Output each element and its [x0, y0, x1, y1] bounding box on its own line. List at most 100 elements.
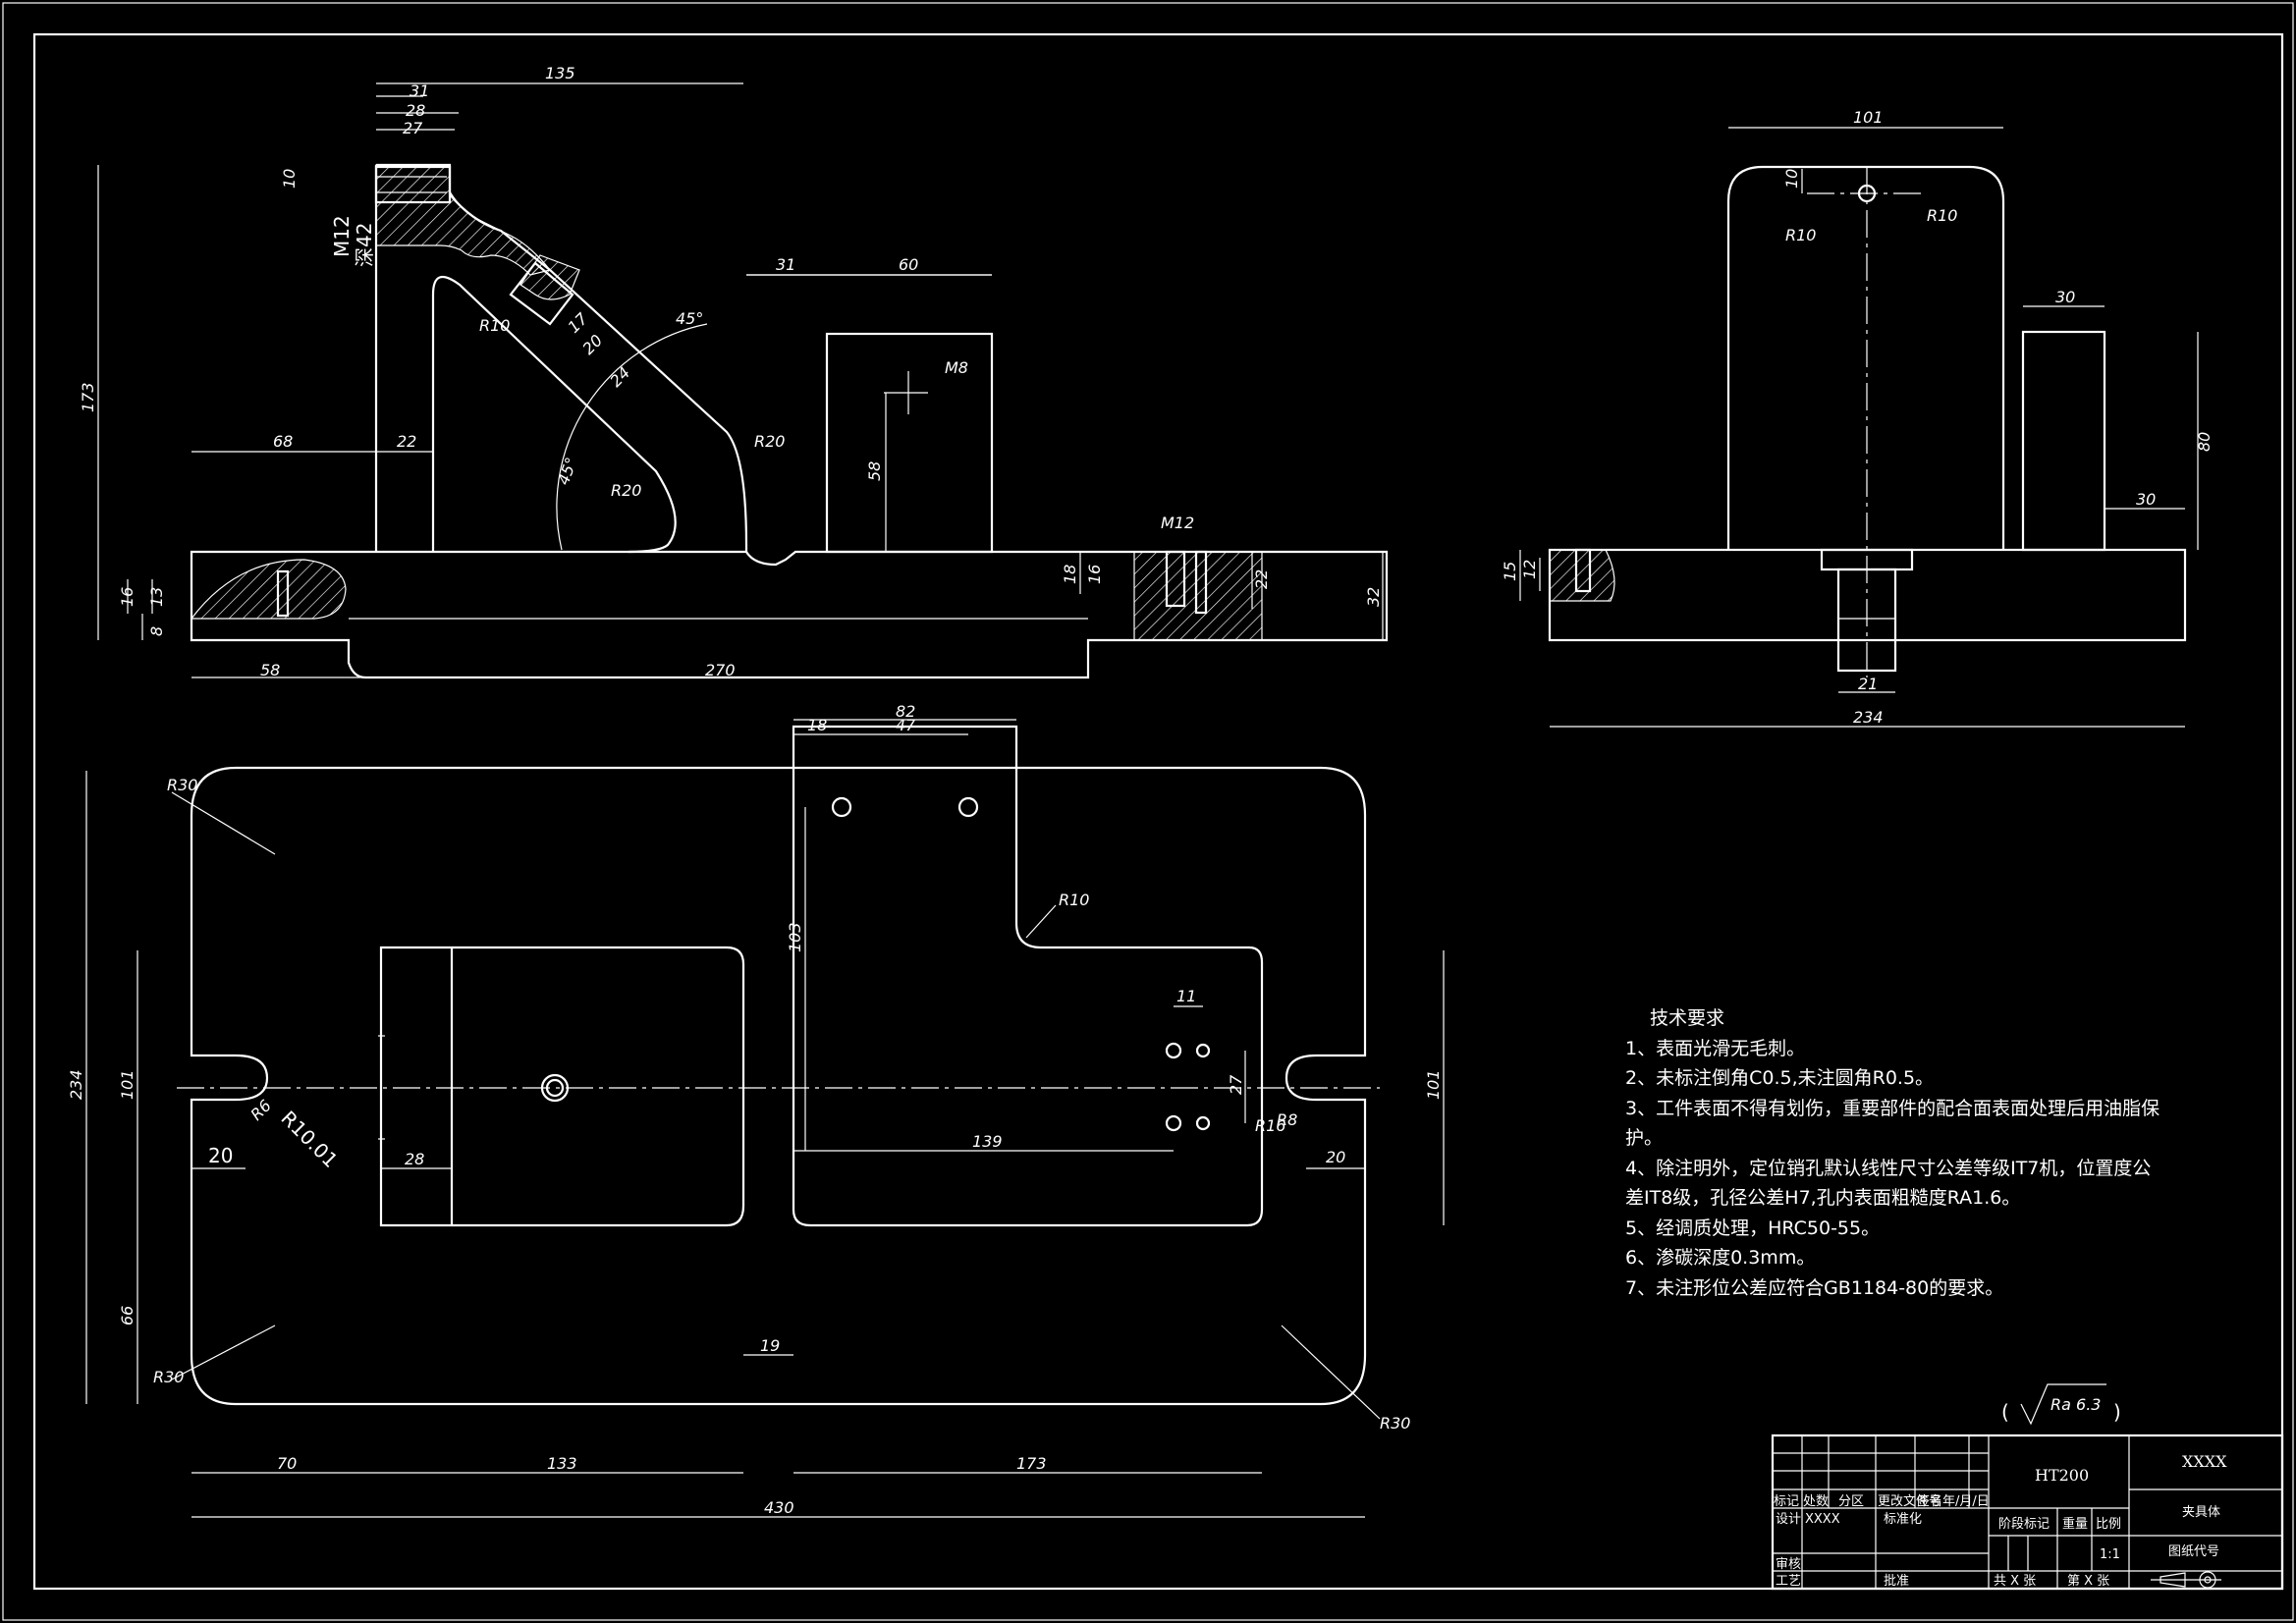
- side-dim-30b: 30: [2136, 490, 2156, 509]
- tech-note-7: 7、未注形位公差应符合GB1184-80的要求。: [1625, 1276, 2004, 1299]
- top-dim-101b: 101: [1424, 1069, 1443, 1100]
- side-dim-15: 15: [1501, 562, 1519, 581]
- top-dim-234: 234: [67, 1069, 85, 1100]
- top-dim-47: 47: [896, 716, 916, 734]
- tech-note-4: 4、除注明外，定位销孔默认线性尺寸公差等级IT7机，位置度公: [1625, 1157, 2152, 1179]
- top-dim-28: 28: [405, 1150, 424, 1168]
- side-dim-80: 80: [2195, 432, 2214, 452]
- tb-sheets: 共 X 张: [1994, 1574, 2036, 1589]
- top-dim-20a: 20: [208, 1144, 233, 1167]
- top-dim-27: 27: [1227, 1074, 1245, 1095]
- side-dim-21: 21: [1858, 675, 1878, 693]
- tb-drawing-no: XXXX: [2182, 1452, 2227, 1471]
- front-view: 135 31 28 27 10 M12 深42 R10 17 20 24 45°…: [79, 64, 1389, 679]
- tb-weight: 重量: [2062, 1516, 2088, 1532]
- dim-16: 16: [118, 587, 137, 607]
- tech-title: 技术要求: [1650, 1007, 1725, 1029]
- tech-note-4b: 差IT8级，孔径公差H7,孔内表面粗糙度RA1.6。: [1625, 1187, 2021, 1209]
- side-dim-30a: 30: [2055, 288, 2075, 306]
- dim-22b: 22: [1252, 569, 1271, 589]
- top-dim-430: 430: [764, 1498, 794, 1517]
- top-dim-19: 19: [760, 1336, 780, 1355]
- dim-m12: M12: [330, 215, 354, 257]
- top-dim-r16: R16: [1255, 1116, 1285, 1135]
- dim-22: 22: [397, 432, 416, 451]
- dim-18: 18: [1061, 565, 1079, 584]
- tb-stage: 阶段标记: [1998, 1517, 2050, 1532]
- dim-60: 60: [899, 255, 918, 274]
- title-block: HT200 XXXX 夹具体 图纸代号 1:1 标记 处数 分区 更改文件号 签…: [1771, 1434, 2284, 1591]
- dim-24: 24: [606, 363, 633, 391]
- dim-r10: R10: [479, 316, 510, 335]
- dim-8: 8: [147, 626, 166, 636]
- dim-16b: 16: [1085, 565, 1104, 584]
- inner-border: [32, 32, 2284, 1591]
- dim-58b: 58: [260, 661, 280, 679]
- top-dim-173: 173: [1016, 1454, 1047, 1473]
- dim-17: 17: [564, 308, 591, 336]
- dim-20: 20: [578, 331, 606, 358]
- dim-68: 68: [273, 432, 293, 451]
- tech-note-1: 1、表面光滑无毛刺。: [1625, 1037, 1806, 1059]
- dim-32: 32: [1364, 587, 1383, 607]
- tb-row-approve: 批准: [1884, 1574, 1909, 1589]
- tb-h-mark: 标记: [1774, 1494, 1799, 1509]
- tb-sheet-no: 第 X 张: [2067, 1574, 2109, 1589]
- dim-270: 270: [705, 661, 736, 679]
- top-dim-r8: R8: [1277, 1110, 1297, 1129]
- dim-173: 173: [79, 382, 97, 412]
- top-dim-66: 66: [118, 1306, 137, 1325]
- roughness-symbol: ( Ra 6.3 ): [2001, 1383, 2121, 1426]
- dim-r20b: R20: [611, 481, 641, 500]
- dim-27: 27: [403, 119, 423, 137]
- tb-ratio: 比例: [2096, 1517, 2121, 1532]
- side-dim-101: 101: [1853, 108, 1884, 127]
- top-dim-11: 11: [1176, 987, 1196, 1005]
- top-dim-r30b: R30: [153, 1368, 184, 1386]
- side-view: 101 10 R10 R10 30 80 30 15 12 21 234: [1501, 108, 2214, 728]
- tb-part-name: 夹具体: [2182, 1505, 2220, 1520]
- dim-m12b: M12: [1161, 514, 1194, 532]
- dim-28: 28: [406, 101, 425, 120]
- tech-note-6: 6、渗碳深度0.3mm。: [1625, 1247, 1816, 1269]
- roughness-value: Ra 6.3: [2050, 1395, 2101, 1414]
- top-dim-r10: R10: [1059, 891, 1089, 909]
- top-dim-r30c: R30: [1380, 1414, 1410, 1433]
- dim-10: 10: [280, 169, 299, 189]
- tb-material: HT200: [2035, 1466, 2089, 1485]
- tb-scale: 1:1: [2100, 1547, 2120, 1562]
- dim-r20a: R20: [754, 432, 785, 451]
- tb-h-sign: 签名: [1917, 1493, 1942, 1509]
- side-dim-r10a: R10: [1785, 226, 1816, 244]
- dim-angle-45b: 45°: [554, 455, 581, 487]
- top-dim-20b: 20: [1326, 1148, 1345, 1166]
- top-dim-r30a: R30: [167, 776, 197, 794]
- tb-row-process: 工艺: [1776, 1574, 1801, 1589]
- tb-h-zone: 分区: [1838, 1494, 1864, 1509]
- dim-31: 31: [410, 81, 429, 100]
- side-dim-10: 10: [1782, 169, 1801, 189]
- tb-row-standard: 标准化: [1884, 1512, 1922, 1527]
- top-dim-133: 133: [547, 1454, 577, 1473]
- tb-row-design: 设计: [1776, 1512, 1801, 1527]
- tb-row-check: 审核: [1776, 1557, 1801, 1572]
- top-dim-101a: 101: [118, 1069, 137, 1100]
- tb-designer: XXXX: [1805, 1512, 1840, 1527]
- projection-symbol-icon: [2151, 1571, 2221, 1589]
- dim-58: 58: [865, 461, 884, 481]
- top-dim-82: 82: [896, 702, 915, 721]
- svg-text:(: (: [2001, 1400, 2009, 1424]
- dim-135: 135: [545, 64, 575, 82]
- dim-depth42: 深42: [353, 223, 376, 267]
- top-view: 82 18 47 R30 R10 103 11 234 101 101 R6 R…: [67, 702, 1445, 1518]
- dim-31b: 31: [776, 255, 795, 274]
- tb-h-count: 处数: [1803, 1494, 1829, 1509]
- top-dim-r10-01: R10.01: [276, 1107, 342, 1172]
- tech-note-3b: 护。: [1625, 1127, 1664, 1149]
- dim-m8: M8: [945, 358, 968, 377]
- top-dim-r6: R6: [246, 1096, 274, 1123]
- tech-note-5: 5、经调质处理，HRC50-55。: [1625, 1217, 1881, 1239]
- side-dim-r10b: R10: [1927, 206, 1957, 225]
- technical-requirements: 技术要求 1、表面光滑无毛刺。 2、未标注倒角C0.5,未注圆角R0.5。 3、…: [1625, 1003, 2214, 1303]
